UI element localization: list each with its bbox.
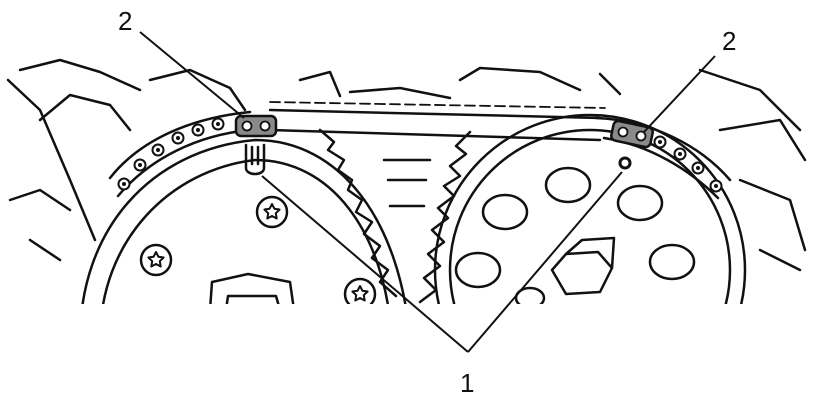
- callout-2-left: 2: [118, 6, 132, 36]
- right-colored-chain-link: [610, 119, 654, 149]
- timing-chain-left: [108, 110, 252, 198]
- left-camshaft-sprocket: [81, 138, 407, 304]
- right-sprocket-hex-bolt: [550, 250, 614, 296]
- left-sprocket-bolt-top: [255, 195, 289, 229]
- right-sprocket-timing-dot: [618, 156, 632, 170]
- callout-2-right-leader: [643, 55, 716, 133]
- left-sprocket-bolt-left: [139, 243, 173, 277]
- engine-housing-outline: [6, 58, 807, 272]
- left-colored-chain-link: [234, 114, 278, 138]
- right-camshaft-sprocket: [433, 113, 747, 304]
- callout-1-right-leader: [467, 171, 623, 353]
- callout-2-right: 2: [722, 26, 736, 56]
- left-sprocket-timing-notch: [244, 143, 266, 176]
- callout-1: 1: [460, 368, 474, 398]
- left-sprocket-bolt-right: [343, 277, 377, 304]
- intermediate-gear-teeth: [318, 128, 472, 304]
- callout-2-left-leader: [139, 31, 245, 119]
- callout-1-left-leader: [261, 175, 469, 353]
